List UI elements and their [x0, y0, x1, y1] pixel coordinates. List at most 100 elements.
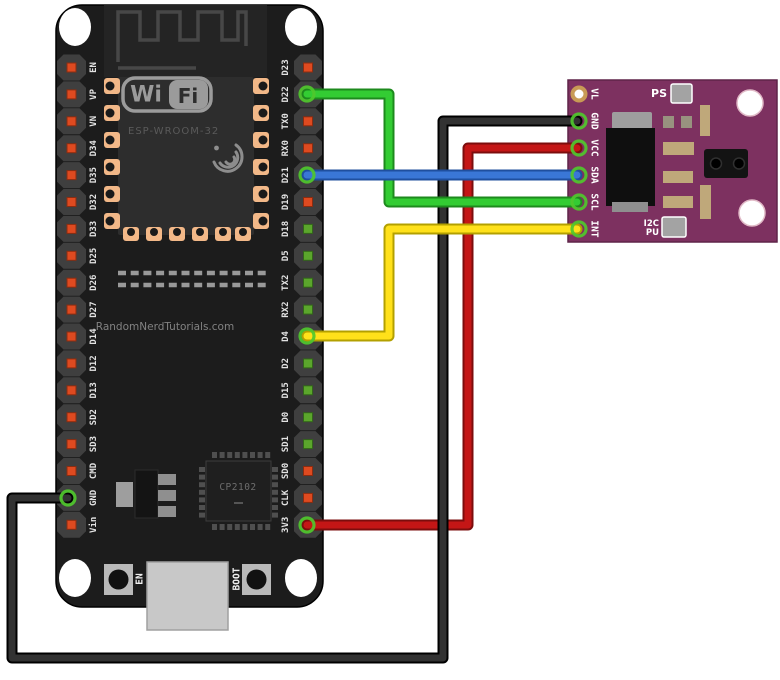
esp32-pin-label-sd2: SD2	[89, 409, 99, 425]
esp32-pin-label-d26: D26	[89, 275, 99, 291]
pin-dot-d32	[66, 197, 77, 207]
esp32-pin-labels: ENVPVND34D35D32D33D25D26D27D14D12D13SD2S…	[88, 59, 291, 533]
espressif-logo-icon	[212, 143, 244, 173]
wire-endpoint-ring	[570, 220, 588, 238]
chip-pin	[227, 452, 233, 458]
wires	[6, 85, 588, 664]
esp32-pin-label-cmd: CMD	[89, 462, 99, 479]
chip-pin	[250, 524, 255, 530]
esp32-pin-label-d15: D15	[281, 382, 291, 398]
pin-dot-d2	[303, 358, 313, 369]
ps-jumper-pad	[670, 83, 693, 104]
pin-dot-tx0	[303, 116, 313, 127]
pad-hole	[105, 162, 115, 172]
pin-dot-d27	[66, 304, 77, 315]
pad-hole	[150, 228, 158, 236]
ps-jumper-label: PS	[651, 87, 667, 100]
chip-pin	[212, 452, 217, 458]
pad-hole	[196, 228, 204, 236]
chip-pin	[234, 452, 240, 458]
esp32-pin-label-vn: VN	[89, 116, 99, 127]
pad-hole	[258, 216, 268, 226]
esp32-pin-label-rx0: RX0	[281, 140, 291, 156]
pin-dot-d19	[303, 197, 313, 207]
esp32-pin-label-sd0: SD0	[281, 463, 291, 479]
pin-dot-vn	[66, 116, 77, 127]
pin-dot-d14	[66, 331, 77, 342]
sensor-mounting-holes	[736, 89, 766, 227]
pin-dot-sd0	[303, 466, 313, 476]
chip-pin	[199, 505, 205, 510]
pin-dot-sd3	[66, 439, 77, 450]
chip-pin	[272, 467, 278, 472]
pin-dot-d5	[303, 250, 313, 261]
pad-hole	[258, 189, 268, 199]
wire-int-yellow	[301, 223, 583, 342]
pad-hole	[105, 135, 115, 145]
sensor-pin-label-gnd: GND	[589, 112, 600, 129]
esp32-pin-label-d18: D18	[281, 221, 291, 237]
chip-pin	[272, 505, 278, 510]
pad-hole	[105, 189, 115, 199]
pad-hole	[105, 108, 115, 118]
esp32-pin-label-vin: Vin	[88, 517, 99, 533]
pin-dot-rx2	[303, 304, 313, 315]
chip-pin	[219, 524, 225, 530]
pin-dot-d33	[66, 223, 77, 234]
pin-dot-d25	[66, 250, 77, 261]
wire-endpoint-ring	[59, 489, 77, 507]
sensor-hole-vl	[570, 85, 588, 103]
esp32-pin-label-d19: D19	[281, 194, 291, 210]
wire-endpoint-ring	[298, 85, 316, 103]
chip-pin	[272, 482, 278, 488]
sensor-pin-label-sda: SDA	[589, 166, 600, 183]
esp32-pin-label-d23: D23	[281, 59, 291, 75]
wire-endpoint-ring	[298, 516, 316, 534]
chip-pin	[257, 452, 263, 458]
sensor-passives	[663, 105, 711, 219]
sensor-main-component	[606, 112, 655, 212]
pin-dot-clk	[303, 492, 313, 503]
esp32-pin-label-d21: D21	[281, 167, 291, 183]
sensor-pin-label-int: INT	[589, 220, 600, 237]
antenna-trace	[116, 10, 248, 62]
en-button	[104, 564, 133, 595]
i2c-pu-jumper-pad	[661, 216, 687, 238]
esp32-pin-label-d5: D5	[281, 250, 291, 261]
esp32-pin-label-d33: D33	[89, 221, 99, 237]
esp32-pin-label-tx0: TX0	[281, 113, 291, 129]
esp-module-shield	[118, 77, 254, 235]
usb-connector	[146, 561, 229, 631]
pin-dot-d34	[66, 143, 77, 154]
sensor-pin-label-vl: VL	[589, 88, 600, 100]
pad-hole	[105, 81, 115, 91]
chip-pin	[199, 497, 205, 503]
pin-dot-d23	[303, 62, 313, 73]
esp32-board: Wi Fi ESP-WROOM-32 RandomNerdTutorials.c…	[55, 4, 324, 631]
chip-pin	[212, 524, 217, 530]
wire-power-red	[301, 142, 583, 531]
pad-hole	[258, 81, 268, 91]
wifi-logo-text-fi: Fi	[178, 84, 199, 108]
boot-button	[242, 564, 271, 595]
i2c-jumper-label: I2C	[644, 219, 659, 229]
wire-scl-green	[301, 88, 583, 208]
wire-endpoint-ring	[570, 112, 588, 130]
chip-pin	[250, 452, 255, 458]
chip-pin	[242, 452, 248, 458]
chip-pin	[265, 452, 271, 458]
pad-hole	[105, 216, 115, 226]
wire-endpoint-ring	[298, 166, 316, 184]
module-castellated-pads	[104, 78, 269, 241]
esp32-left-pin-strip	[57, 54, 86, 538]
pad-hole	[173, 228, 181, 236]
esp32-pin-label-d4: D4	[281, 331, 291, 342]
pin-dot-d18	[303, 223, 313, 234]
chip-pin	[272, 474, 278, 480]
pin-dot-rx0	[303, 143, 313, 154]
pin-dot-d12	[66, 358, 77, 369]
chip-pin	[272, 512, 278, 518]
chip-pin	[199, 467, 205, 472]
chip-pin	[272, 497, 278, 503]
